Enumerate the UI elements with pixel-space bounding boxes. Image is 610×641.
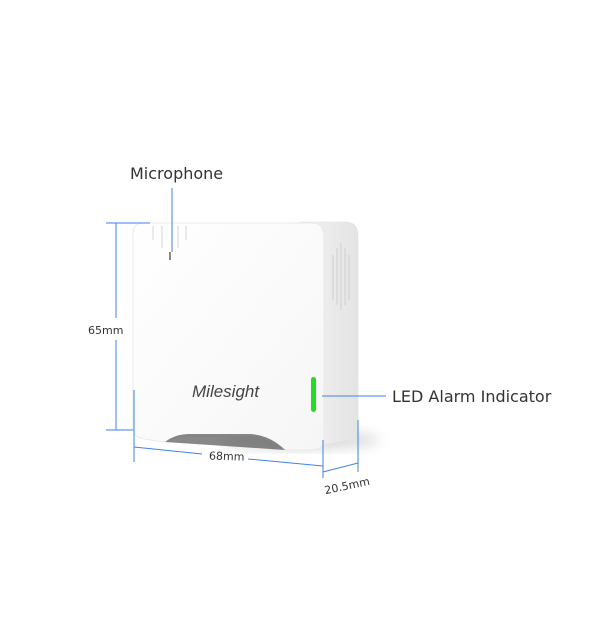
depth-label: 20.5mm	[323, 475, 371, 497]
microphone-hole	[169, 252, 171, 260]
width-dimension	[133, 390, 324, 478]
side-vent	[332, 243, 350, 310]
led-alarm-indicator	[311, 377, 316, 412]
milesight-logo: Milesight	[192, 382, 260, 401]
depth-dimension	[322, 420, 359, 473]
microphone-vent	[152, 226, 187, 248]
led-label: LED Alarm Indicator	[392, 387, 552, 406]
device-front-face	[132, 222, 325, 451]
microphone-label: Microphone	[130, 164, 223, 183]
device-bottom-gap	[165, 434, 285, 450]
width-label: 68mm	[209, 449, 245, 463]
height-label: 65mm	[88, 324, 123, 337]
height-dimension	[106, 222, 150, 431]
